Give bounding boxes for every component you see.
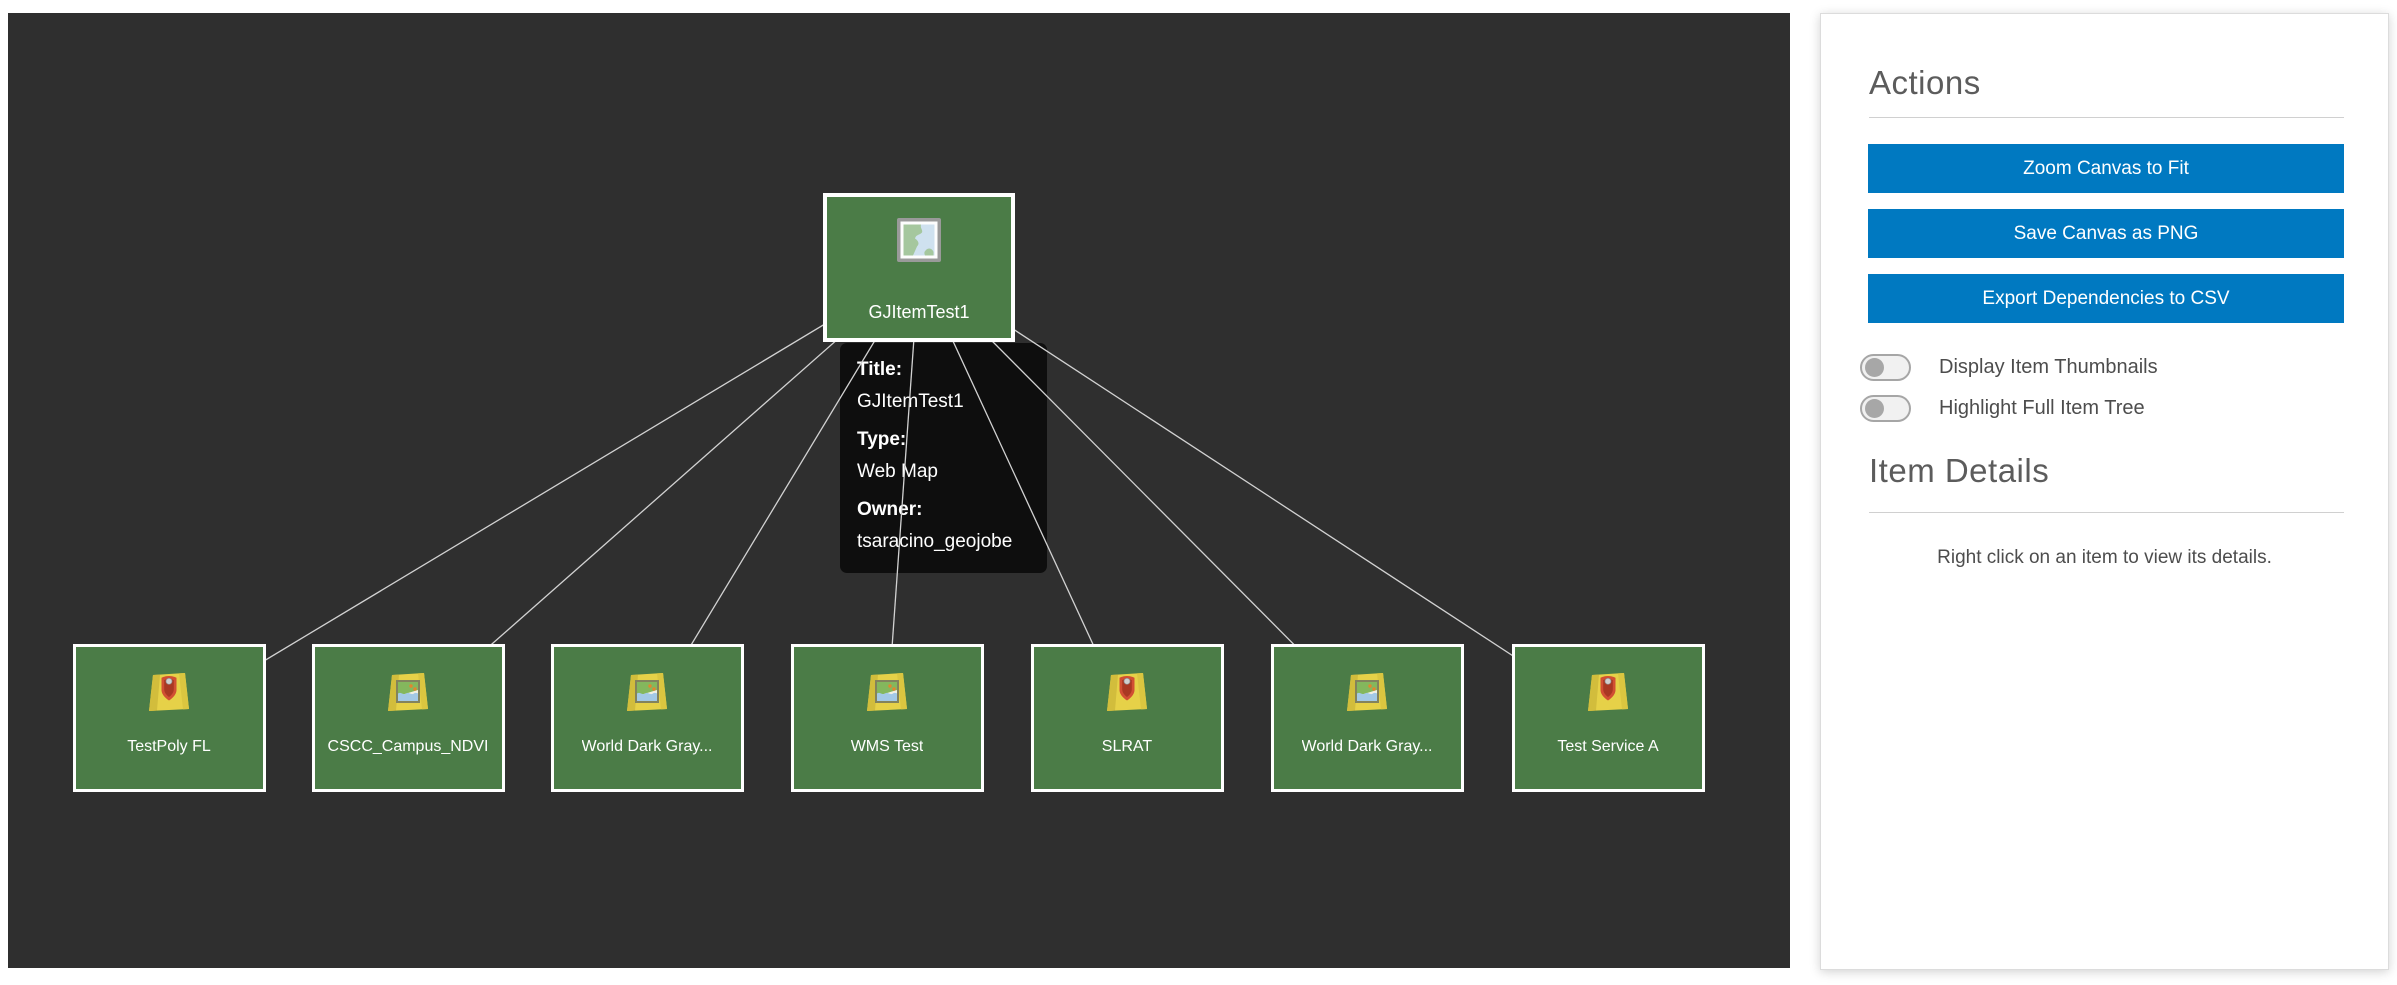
node-label: World Dark Gray... (581, 738, 713, 755)
tooltip-type-value: Web Map (857, 461, 938, 483)
actions-heading: Actions (1869, 64, 1981, 101)
toggle-label: Highlight Full Item Tree (1939, 397, 2145, 419)
graph-node[interactable]: CSCC_Campus_NDVI (311, 644, 505, 792)
toggle-label: Display Item Thumbnails (1939, 356, 2158, 378)
display-item-thumbnails-toggle-row: Display Item Thumbnails (1860, 354, 2158, 381)
feature-layer-icon (1103, 668, 1151, 716)
node-label: World Dark Gray... (1301, 738, 1433, 755)
node-label: Test Service A (1557, 738, 1659, 755)
toggle-knob (1865, 358, 1884, 377)
highlight-full-item-tree-toggle-row: Highlight Full Item Tree (1860, 395, 2145, 422)
toggle-knob (1865, 399, 1884, 418)
graph-node-root[interactable]: GJItemTest1 (823, 193, 1015, 342)
graph-node[interactable]: World Dark Gray... (1270, 644, 1464, 792)
dependency-canvas[interactable]: Title: GJItemTest1 Type: Web Map Owner: … (8, 13, 1790, 968)
node-label: GJItemTest1 (868, 302, 970, 322)
node-label: TestPoly FL (127, 738, 211, 755)
item-details-heading: Item Details (1869, 452, 2050, 489)
web-map-icon (897, 218, 941, 262)
highlight-full-item-tree-toggle[interactable] (1860, 395, 1911, 422)
divider (1869, 512, 2344, 513)
graph-node[interactable]: SLRAT (1030, 644, 1224, 792)
graph-node[interactable]: TestPoly FL (72, 644, 266, 792)
divider (1869, 117, 2344, 118)
node-label: WMS Test (850, 738, 924, 755)
export-dependencies-to-csv-button[interactable]: Export Dependencies to CSV (1868, 274, 2344, 323)
tooltip-title-value: GJItemTest1 (857, 391, 964, 413)
feature-layer-icon (145, 668, 193, 716)
map-layer-icon (384, 668, 432, 716)
item-details-hint: Right click on an item to view its detai… (1937, 547, 2272, 568)
tooltip-title-label: Title: (857, 359, 903, 380)
map-layer-icon (1343, 668, 1391, 716)
save-canvas-as-png-button[interactable]: Save Canvas as PNG (1868, 209, 2344, 258)
display-item-thumbnails-toggle[interactable] (1860, 354, 1911, 381)
node-label: CSCC_Campus_NDVI (327, 738, 489, 755)
item-tooltip: Title: GJItemTest1 Type: Web Map Owner: … (840, 343, 1047, 574)
tooltip-type-label: Type: (857, 428, 907, 450)
node-label: SLRAT (1101, 738, 1153, 755)
tooltip-owner-value: tsaracino_geojobe (857, 531, 1013, 553)
graph-node[interactable]: World Dark Gray... (550, 644, 744, 792)
graph-node[interactable]: Test Service A (1511, 644, 1705, 792)
map-layer-icon (863, 668, 911, 716)
graph-node[interactable]: WMS Test (790, 644, 984, 792)
feature-layer-icon (1584, 668, 1632, 716)
tooltip-owner-label: Owner: (857, 498, 923, 520)
zoom-canvas-to-fit-button[interactable]: Zoom Canvas to Fit (1868, 144, 2344, 193)
map-layer-icon (623, 668, 671, 716)
